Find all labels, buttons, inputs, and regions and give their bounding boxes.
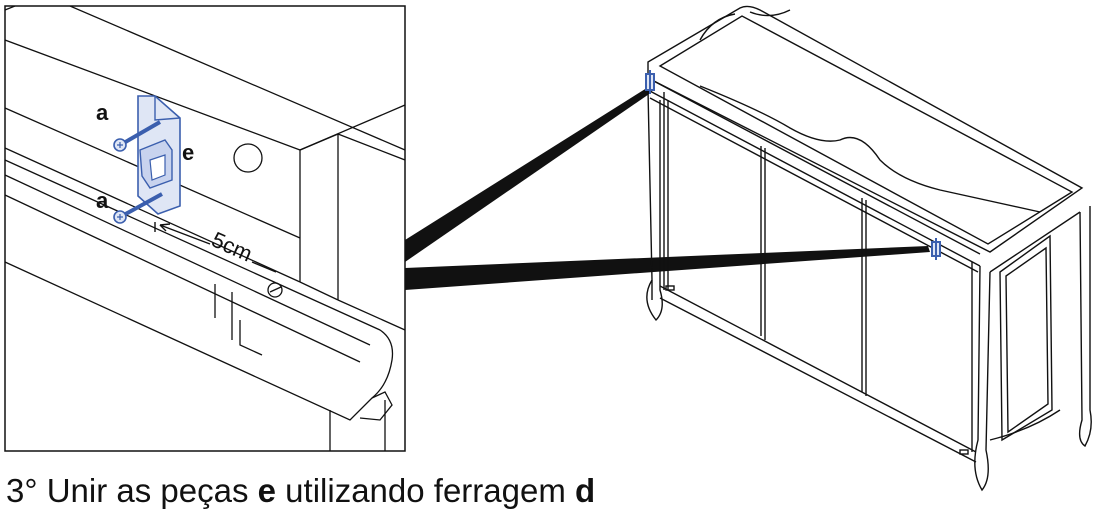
hardware-mark-right-icon (931, 238, 941, 260)
label-screw-top: a (96, 100, 109, 125)
dimension-line (154, 222, 277, 273)
bracket-e (137, 95, 181, 215)
detail-frame (4, 5, 406, 452)
screw-top-icon (113, 120, 162, 152)
panel-hole (233, 143, 263, 173)
moulding (5, 159, 394, 421)
label-screw-bottom: a (96, 188, 109, 213)
cabinet-drawing (646, 5, 1092, 492)
caption-hardware: d (575, 472, 596, 509)
label-bracket: e (182, 140, 194, 165)
pilot-hole-icon (267, 282, 283, 298)
caption-part: e (257, 472, 277, 509)
hardware-mark-left-icon (645, 70, 655, 94)
caption-middle: utilizando ferragem (276, 472, 575, 509)
front-panel (299, 133, 405, 331)
step-caption: 3° Unir as peças e utilizando ferragem d (6, 474, 595, 507)
caption-prefix: 3° Unir as peças (6, 472, 258, 509)
detail-view: 5cm a a e (4, 5, 406, 452)
screw-bottom-icon (113, 192, 163, 224)
dimension-label: 5cm (208, 227, 256, 267)
